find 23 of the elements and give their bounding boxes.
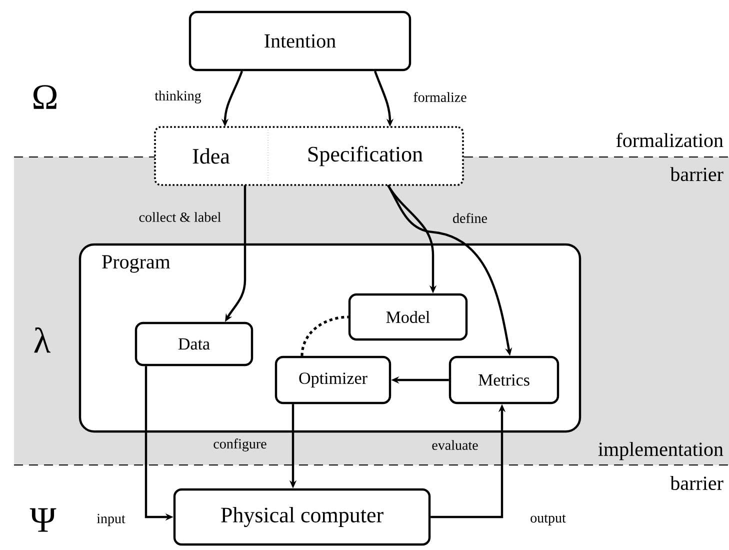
process-box: Data xyxy=(134,322,254,366)
dotted-connector xyxy=(300,316,348,356)
greek-letter: Ω xyxy=(34,85,57,109)
dotted-box xyxy=(154,126,464,186)
greek-letter: λ xyxy=(34,327,51,353)
greek-letter: Ψ xyxy=(30,508,56,532)
box-label: Specification xyxy=(308,146,423,166)
edge-label: evaluate xyxy=(432,440,478,450)
edge-label: input xyxy=(96,514,126,526)
edge-label: thinking xyxy=(154,90,202,104)
box-label: Idea xyxy=(192,148,230,164)
edge-label: collect & label xyxy=(139,212,221,222)
process-box: Optimizer xyxy=(274,356,392,404)
edge-label: formalize xyxy=(414,92,466,102)
port-label: output xyxy=(530,514,566,526)
process-box: Metrics xyxy=(448,356,560,404)
barrier-label: formalization barrier xyxy=(616,132,724,182)
process-box: Physical computer xyxy=(173,488,431,546)
edge-label: define xyxy=(453,213,487,223)
edge-label: configure xyxy=(214,438,266,452)
barrier-label: implementation barrier xyxy=(598,442,724,490)
process-box: Intention xyxy=(188,10,412,72)
process-box: Model xyxy=(348,293,468,341)
